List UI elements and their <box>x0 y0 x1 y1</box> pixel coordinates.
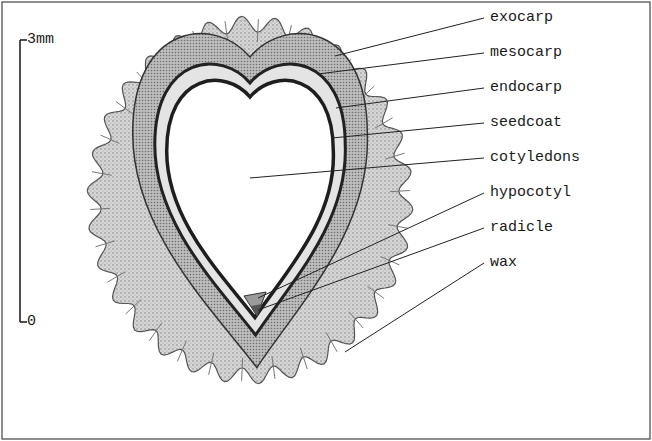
ridge-line <box>381 257 400 265</box>
ridge-line <box>92 172 112 176</box>
ridge-line <box>149 323 162 341</box>
ridge-line <box>209 353 214 375</box>
ridge-line <box>257 19 258 42</box>
exocarp-layer <box>87 16 413 383</box>
part-label: mesocarp <box>490 44 562 61</box>
seedcoat-cotyledons <box>167 80 334 317</box>
part-label: exocarp <box>490 9 553 26</box>
ridge-line <box>300 348 307 370</box>
ridge-line <box>326 333 337 352</box>
part-label: endocarp <box>490 79 562 96</box>
radicle-shape <box>251 304 262 316</box>
part-label: cotyledons <box>490 149 580 166</box>
ridge-line <box>375 118 393 129</box>
part-label: hypocotyl <box>490 184 571 201</box>
mesocarp-layer <box>133 34 368 368</box>
ridge-line <box>96 241 115 247</box>
leader-lines <box>250 18 484 352</box>
ridge-line <box>388 225 408 229</box>
exocarp-ridges <box>90 19 410 381</box>
part-label: wax <box>490 254 517 271</box>
ridge-line <box>242 358 243 381</box>
ridge-line <box>90 208 110 209</box>
ridge-line <box>107 272 125 283</box>
ridge-line <box>385 153 404 159</box>
scale-bar <box>20 40 27 322</box>
ridge-line <box>116 101 133 114</box>
ridge-line <box>390 191 410 192</box>
ridge-line <box>349 312 363 328</box>
ridge-line <box>272 356 275 379</box>
scale-label: 3mm <box>27 31 54 48</box>
ridge-line <box>126 299 142 314</box>
scale-label: 0 <box>27 313 36 330</box>
part-label: radicle <box>490 219 553 236</box>
ridge-line <box>177 341 186 362</box>
endocarp-layer <box>155 64 346 335</box>
ridge-line <box>367 286 384 299</box>
part-label: seedcoat <box>490 114 562 131</box>
ridge-line <box>101 135 120 143</box>
